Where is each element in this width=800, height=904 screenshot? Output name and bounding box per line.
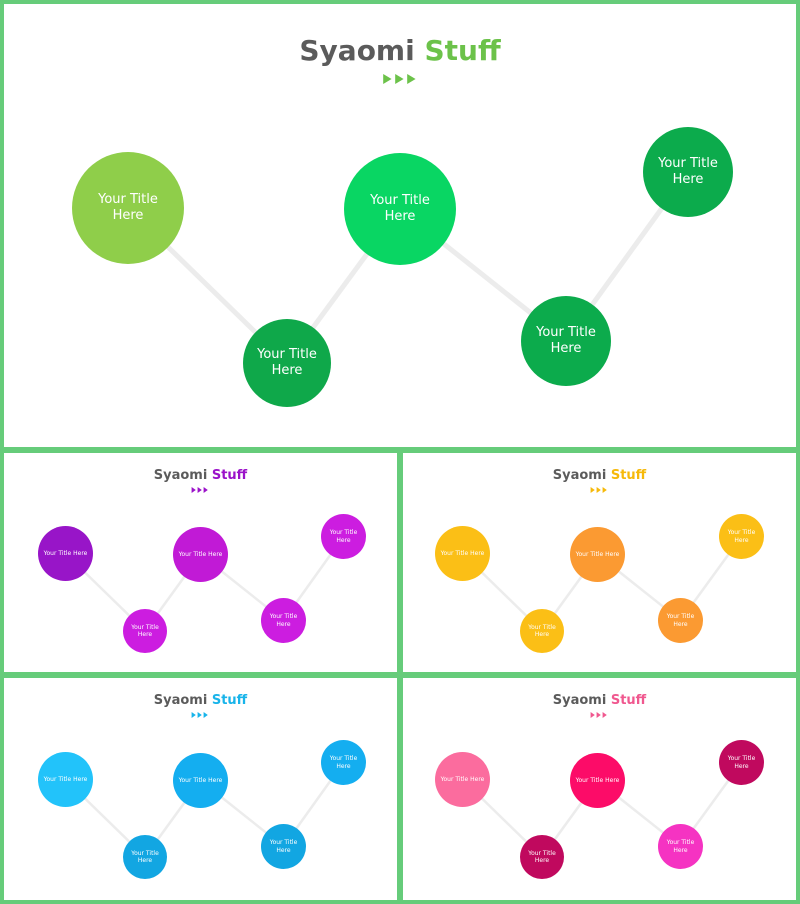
node-3: Your Title Here [344,153,456,265]
node-1: Your Title Here [435,752,490,807]
node-label: Your Title Here [575,776,620,784]
arrow-icon [203,487,208,493]
arrow-icon [407,74,416,84]
node-label: Your Title Here [329,529,358,544]
node-3: Your Title Here [570,753,625,808]
node-label: Your Title Here [269,839,298,854]
node-label: Your Title Here [727,755,756,770]
slide-title: Syaomi Stuff [403,468,796,483]
slide-purple: Syaomi Stuff Your Title Here Your Title … [4,453,397,672]
node-label: Your Title Here [440,775,485,783]
arrow-icon [191,712,196,718]
node-3: Your Title Here [173,753,228,808]
node-5: Your Title Here [719,740,764,785]
node-label: Your Title Here [131,623,159,638]
triple-arrow-icon [191,487,208,493]
node-4: Your Title Here [261,824,306,869]
node-2: Your Title Here [243,319,331,407]
arrow-icon [596,487,601,493]
title-word-2: Stuff [211,468,248,483]
node-label: Your Title Here [575,550,620,558]
title-word-2: Stuff [610,693,647,708]
node-label: Your Title Here [43,775,88,783]
node-3: Your Title Here [173,527,228,582]
node-2: Your Title Here [123,609,167,653]
node-label: Your Title Here [98,192,158,223]
arrow-icon [203,712,208,718]
node-label: Your Title Here [257,347,317,378]
triple-arrow-icon [383,74,416,84]
node-label: Your Title Here [440,549,485,557]
arrow-icon [191,487,196,493]
node-5: Your Title Here [321,514,366,559]
node-label: Your Title Here [178,776,223,784]
node-5: Your Title Here [719,514,764,559]
node-label: Your Title Here [727,529,756,544]
node-1: Your Title Here [72,152,184,264]
node-label: Your Title Here [329,755,358,770]
arrow-icon [602,487,607,493]
node-4: Your Title Here [521,296,611,386]
node-5: Your Title Here [643,127,733,217]
slide-title: Syaomi Stuff [4,34,796,67]
node-1: Your Title Here [435,526,490,581]
node-2: Your Title Here [123,835,167,879]
title-word-2: Stuff [211,693,248,708]
slide-title: Syaomi Stuff [403,693,796,708]
node-5: Your Title Here [321,740,366,785]
node-2: Your Title Here [520,835,564,879]
title-word-2: Stuff [424,34,501,67]
title-word-1: Syaomi [552,693,607,708]
arrow-icon [197,487,202,493]
arrow-icon [383,74,392,84]
node-label: Your Title Here [131,849,159,864]
node-4: Your Title Here [658,824,703,869]
arrow-icon [596,712,601,718]
arrow-icon [395,74,404,84]
node-4: Your Title Here [658,598,703,643]
arrow-icon [197,712,202,718]
title-word-1: Syaomi [299,34,415,67]
triple-arrow-icon [191,712,208,718]
title-word-1: Syaomi [153,468,208,483]
arrow-icon [590,487,595,493]
node-label: Your Title Here [269,613,298,628]
node-label: Your Title Here [528,849,556,864]
slide-title: Syaomi Stuff [4,693,397,708]
node-label: Your Title Here [666,839,695,854]
title-word-1: Syaomi [153,693,208,708]
triple-arrow-icon [590,487,607,493]
node-label: Your Title Here [178,550,223,558]
slide-large-green: Syaomi Stuff Your Title Here Your Title … [4,4,796,447]
slide-pink: Syaomi Stuff Your Title Here Your Title … [403,678,796,900]
node-3: Your Title Here [570,527,625,582]
node-2: Your Title Here [520,609,564,653]
slide-blue: Syaomi Stuff Your Title Here Your Title … [4,678,397,900]
title-word-2: Stuff [610,468,647,483]
node-label: Your Title Here [43,549,88,557]
node-4: Your Title Here [261,598,306,643]
arrow-icon [602,712,607,718]
triple-arrow-icon [590,712,607,718]
title-word-1: Syaomi [552,468,607,483]
node-1: Your Title Here [38,752,93,807]
node-label: Your Title Here [528,623,556,638]
node-label: Your Title Here [666,613,695,628]
arrow-icon [590,712,595,718]
slide-orange: Syaomi Stuff Your Title Here Your Title … [403,453,796,672]
node-1: Your Title Here [38,526,93,581]
node-label: Your Title Here [536,325,596,356]
node-label: Your Title Here [370,193,430,224]
node-label: Your Title Here [658,156,718,187]
slide-title: Syaomi Stuff [4,468,397,483]
